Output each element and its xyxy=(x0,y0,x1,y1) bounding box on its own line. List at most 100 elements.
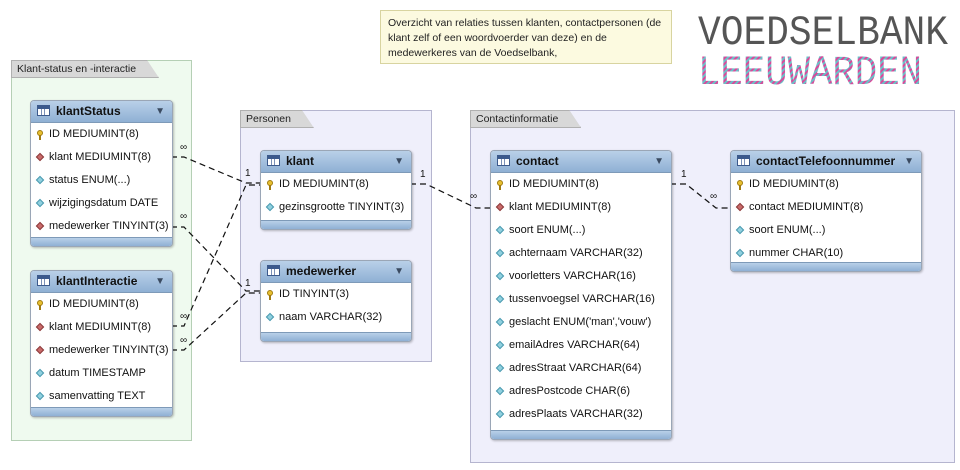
card-many: ∞ xyxy=(180,335,187,346)
column-row[interactable]: nummer CHAR(10) xyxy=(731,242,921,265)
primary-key-icon xyxy=(266,290,275,300)
column-row[interactable]: voorletters VARCHAR(16) xyxy=(491,265,671,288)
column-row[interactable]: ID MEDIUMINT(8) xyxy=(31,293,172,316)
collapse-arrow-icon[interactable]: ▼ xyxy=(904,156,914,167)
column-row[interactable]: soort ENUM(...) xyxy=(491,219,671,242)
column-row[interactable]: adresStraat VARCHAR(64) xyxy=(491,357,671,380)
column-row[interactable]: status ENUM(...) xyxy=(31,169,172,192)
column-label: voorletters VARCHAR(16) xyxy=(509,270,636,282)
column-row[interactable]: achternaam VARCHAR(32) xyxy=(491,242,671,265)
column-icon xyxy=(36,176,45,185)
column-row[interactable]: gezinsgrootte TINYINT(3) xyxy=(261,196,411,219)
collapse-arrow-icon[interactable]: ▼ xyxy=(654,156,664,167)
column-icon xyxy=(496,295,505,304)
column-row[interactable]: naam VARCHAR(32) xyxy=(261,306,411,329)
column-row[interactable]: contact MEDIUMINT(8) xyxy=(731,196,921,219)
voedselbank-logo: VOEDSELBANK LEEUWARDEN xyxy=(698,9,949,92)
table-icon xyxy=(267,265,280,276)
column-icon xyxy=(736,226,745,235)
column-icon xyxy=(36,199,45,208)
primary-key-icon xyxy=(736,180,745,190)
table-icon xyxy=(37,275,50,286)
foreign-key-icon xyxy=(36,323,45,332)
column-label: ID MEDIUMINT(8) xyxy=(49,128,139,140)
column-label: adresStraat VARCHAR(64) xyxy=(509,362,642,374)
column-label: datum TIMESTAMP xyxy=(49,367,146,379)
column-row[interactable]: adresPlaats VARCHAR(32) xyxy=(491,403,671,426)
column-label: medewerker TINYINT(3) xyxy=(49,344,169,356)
column-label: emailAdres VARCHAR(64) xyxy=(509,339,640,351)
column-label: samenvatting TEXT xyxy=(49,390,146,402)
column-row[interactable]: wijzigingsdatum DATE xyxy=(31,192,172,215)
table-klantstatus[interactable]: klantStatus ▼ ID MEDIUMINT(8)klant MEDIU… xyxy=(30,100,173,247)
column-label: ID MEDIUMINT(8) xyxy=(279,178,369,190)
column-row[interactable]: klant MEDIUMINT(8) xyxy=(31,316,172,339)
card-many: ∞ xyxy=(180,211,187,222)
column-row[interactable]: ID MEDIUMINT(8) xyxy=(261,173,411,196)
column-row[interactable]: ID TINYINT(3) xyxy=(261,283,411,306)
column-label: achternaam VARCHAR(32) xyxy=(509,247,643,259)
table-title: contactTelefoonnummer xyxy=(756,154,896,168)
column-label: naam VARCHAR(32) xyxy=(279,311,383,323)
column-label: soort ENUM(...) xyxy=(749,224,826,236)
column-icon xyxy=(736,249,745,258)
column-label: adresPlaats VARCHAR(32) xyxy=(509,408,643,420)
column-row[interactable]: ID MEDIUMINT(8) xyxy=(731,173,921,196)
collapse-arrow-icon[interactable]: ▼ xyxy=(155,106,165,117)
column-row[interactable]: tussenvoegsel VARCHAR(16) xyxy=(491,288,671,311)
rel-klant-contact xyxy=(410,183,490,209)
column-row[interactable]: klant MEDIUMINT(8) xyxy=(31,146,172,169)
card-many: ∞ xyxy=(180,311,187,322)
column-row[interactable]: ID MEDIUMINT(8) xyxy=(31,123,172,146)
card-one: 1 xyxy=(420,169,426,180)
collapse-arrow-icon[interactable]: ▼ xyxy=(394,156,404,167)
table-title: klant xyxy=(286,154,315,168)
table-footer xyxy=(31,237,172,246)
column-icon xyxy=(36,392,45,401)
logo-line1: VOEDSELBANK xyxy=(698,9,949,57)
column-label: klant MEDIUMINT(8) xyxy=(49,321,152,333)
table-contacttelefoonnummer[interactable]: contactTelefoonnummer ▼ ID MEDIUMINT(8) c… xyxy=(730,150,922,272)
column-icon xyxy=(496,249,505,258)
column-row[interactable]: medewerker TINYINT(3) xyxy=(31,215,172,238)
foreign-key-icon xyxy=(496,203,505,212)
table-klantinteractie[interactable]: klantInteractie ▼ ID MEDIUMINT(8)klant M… xyxy=(30,270,173,417)
column-row[interactable]: emailAdres VARCHAR(64) xyxy=(491,334,671,357)
column-row[interactable]: geslacht ENUM('man','vouw') xyxy=(491,311,671,334)
column-label: ID TINYINT(3) xyxy=(279,288,350,300)
table-icon xyxy=(37,105,50,116)
table-footer xyxy=(261,220,411,229)
column-row[interactable]: adresPostcode CHAR(6) xyxy=(491,380,671,403)
foreign-key-icon xyxy=(36,153,45,162)
table-footer xyxy=(731,262,921,271)
column-label: tussenvoegsel VARCHAR(16) xyxy=(509,293,655,305)
collapse-arrow-icon[interactable]: ▼ xyxy=(155,276,165,287)
column-row[interactable]: klant MEDIUMINT(8) xyxy=(491,196,671,219)
table-title: contact xyxy=(516,154,559,168)
column-label: contact MEDIUMINT(8) xyxy=(749,201,864,213)
table-contact[interactable]: contact ▼ ID MEDIUMINT(8) klant MEDIUMINT… xyxy=(490,150,672,440)
collapse-arrow-icon[interactable]: ▼ xyxy=(394,266,404,277)
primary-key-icon xyxy=(36,130,45,140)
table-klant[interactable]: klant ▼ ID MEDIUMINT(8) gezinsgrootte TIN… xyxy=(260,150,412,230)
table-title: medewerker xyxy=(286,264,357,278)
rel-contact-telefoon xyxy=(670,183,730,209)
column-label: klant MEDIUMINT(8) xyxy=(509,201,612,213)
column-icon xyxy=(496,341,505,350)
column-label: klant MEDIUMINT(8) xyxy=(49,151,152,163)
column-label: geslacht ENUM('man','vouw') xyxy=(509,316,652,328)
table-footer xyxy=(261,332,411,341)
column-row[interactable]: soort ENUM(...) xyxy=(731,219,921,242)
table-footer xyxy=(31,407,172,416)
diagram-note: Overzicht van relaties tussen klanten, c… xyxy=(380,10,672,64)
card-one: 1 xyxy=(245,278,251,289)
column-row[interactable]: datum TIMESTAMP xyxy=(31,362,172,385)
column-row[interactable]: ID MEDIUMINT(8) xyxy=(491,173,671,196)
column-row[interactable]: samenvatting TEXT xyxy=(31,385,172,408)
column-icon xyxy=(496,410,505,419)
table-medewerker[interactable]: medewerker ▼ ID TINYINT(3) naam VARCHAR(3… xyxy=(260,260,412,342)
card-one: 1 xyxy=(681,169,687,180)
table-icon xyxy=(267,155,280,166)
table-icon xyxy=(737,155,750,166)
column-row[interactable]: medewerker TINYINT(3) xyxy=(31,339,172,362)
